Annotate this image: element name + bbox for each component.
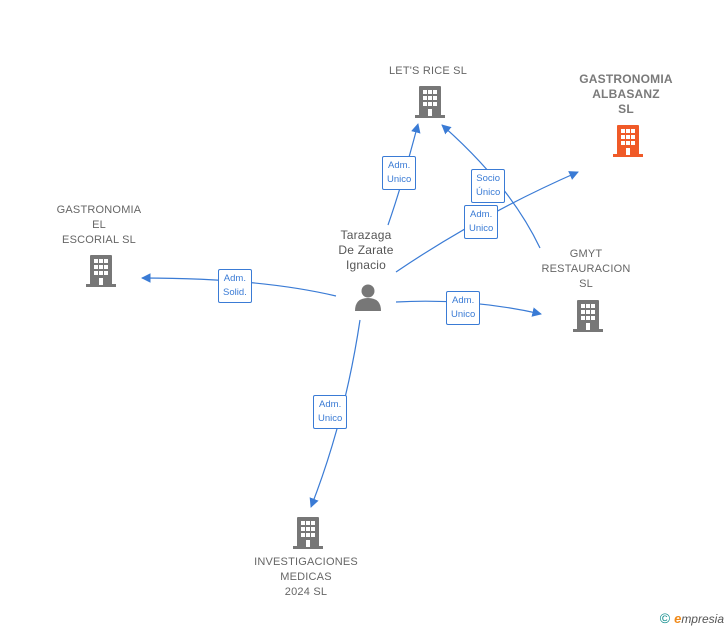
- person-icon[interactable]: [355, 284, 381, 312]
- footer-brand: © empresia: [660, 610, 724, 626]
- edge-label-person-lets-rice: Adm. Unico: [382, 156, 417, 190]
- company-label-investigaciones[interactable]: INVESTIGACIONES MEDICAS 2024 SL: [254, 556, 358, 598]
- brand-initial: e: [674, 610, 682, 626]
- building-icon[interactable]: [86, 255, 116, 287]
- edge-label-person-investigaciones: Adm. Unico: [313, 395, 348, 429]
- copyright-icon: ©: [659, 610, 671, 626]
- brand-name: mpresia: [681, 611, 724, 626]
- company-label-gmyt[interactable]: GMYT RESTAURACION SL: [541, 248, 631, 290]
- company-label-lets-rice[interactable]: LET'S RICE SL: [388, 65, 468, 77]
- building-icon[interactable]: [415, 86, 445, 118]
- building-icon[interactable]: [573, 300, 603, 332]
- edge-label-person-gmyt: Adm. Unico: [446, 291, 481, 325]
- edge-label-person-escorial: Adm. Solid.: [218, 269, 252, 303]
- building-icon[interactable]: [613, 125, 643, 157]
- edge-label-gmyt-lets-rice: Socio Único: [471, 169, 506, 203]
- edge-label-person-albasanz: Adm. Unico: [464, 205, 499, 239]
- building-icon[interactable]: [293, 517, 323, 549]
- company-label-albasanz[interactable]: GASTRONOMIA ALBASANZ SL: [579, 72, 673, 116]
- person-label[interactable]: Tarazaga De Zarate Ignacio: [338, 228, 394, 272]
- company-label-escorial[interactable]: GASTRONOMIA EL ESCORIAL SL: [56, 204, 142, 246]
